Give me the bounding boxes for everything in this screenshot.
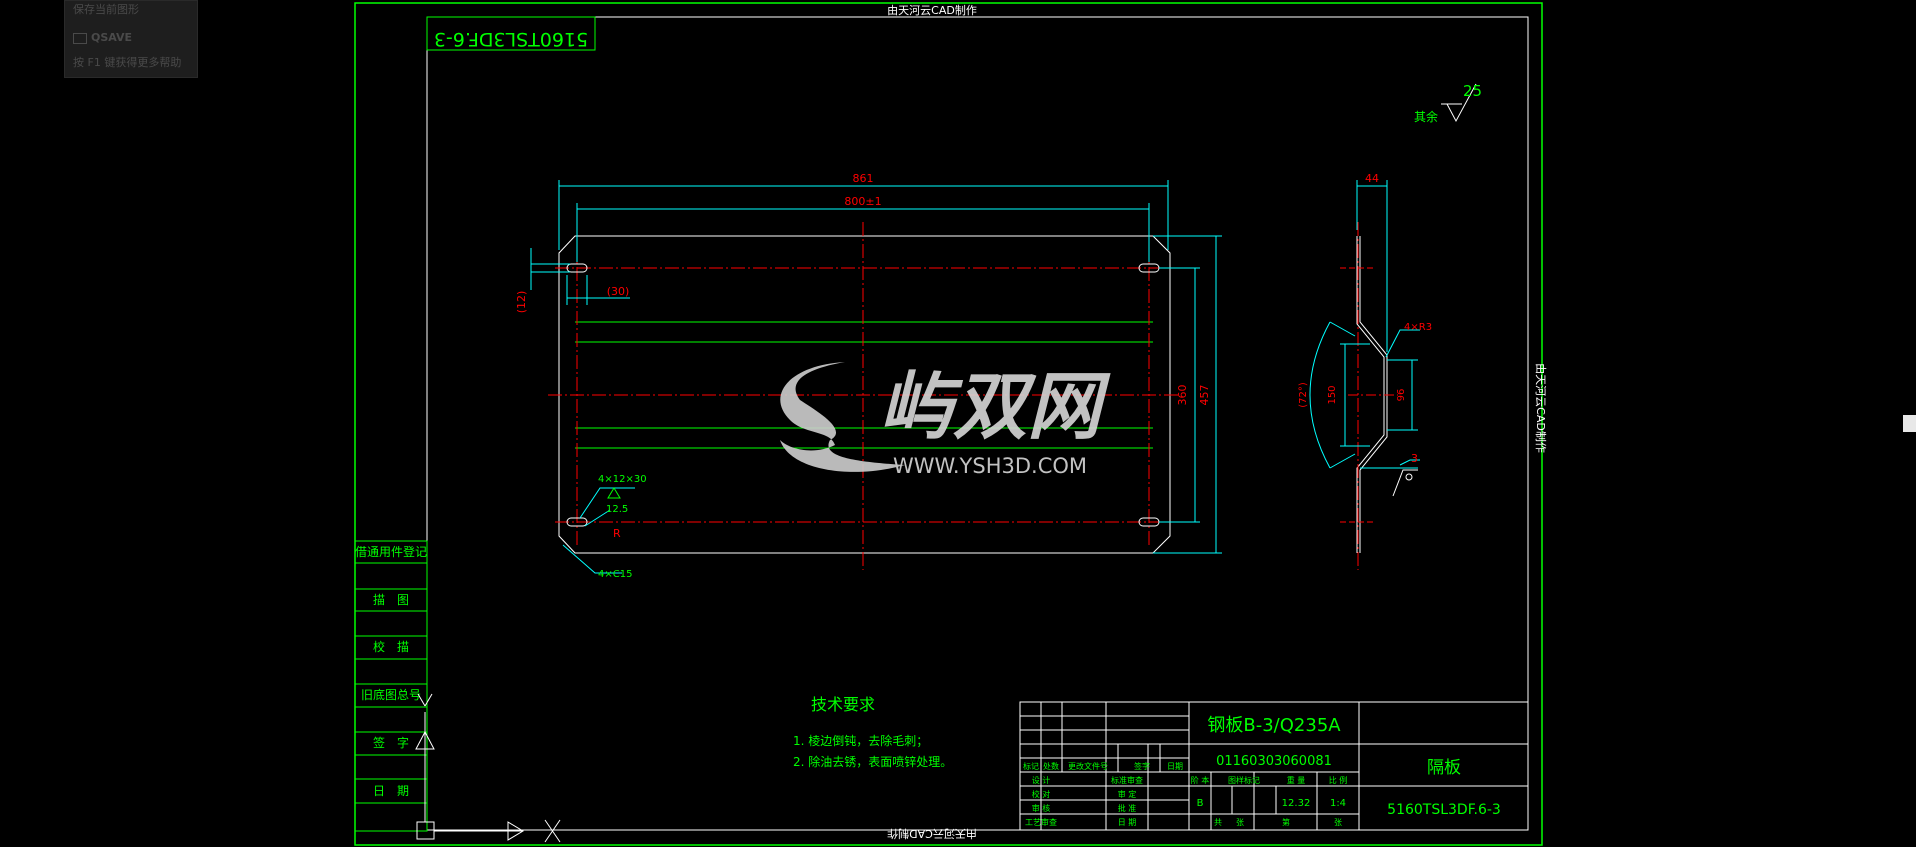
tb-role2-1: 标准审查 <box>1111 775 1143 785</box>
tb-part-name: 隔板 <box>1427 758 1461 778</box>
tb-role-1: 设 计 <box>1032 775 1051 785</box>
slot-note-flag <box>607 487 621 499</box>
tb-part-number: 01160303060081 <box>1216 754 1332 769</box>
tb-scale: 1:4 <box>1330 798 1346 809</box>
tb-header-2: 处数 <box>1043 761 1059 771</box>
dim-hole-offset-x: (30) <box>607 285 630 298</box>
mirror-code-box <box>426 16 596 51</box>
tb-header-5: 日期 <box>1167 762 1183 771</box>
watermark: 屿双网 WWW.YSH3D.COM <box>780 362 1111 478</box>
tb-header-1: 标记 <box>1023 761 1039 771</box>
tb-role2-3: 批 准 <box>1118 803 1137 813</box>
dim-overall-width: 861 <box>853 172 874 185</box>
svg-text:其余: 其余 <box>1414 109 1438 124</box>
dim-bend-angle: (72°) <box>1298 382 1309 408</box>
dim-bend-radius: 4×R3 <box>1404 322 1432 333</box>
svg-text:25: 25 <box>1463 82 1482 100</box>
outer-frame <box>354 2 1543 846</box>
command-tooltip: 保存当前图形 QSAVE 按 F1 键获得更多帮助 <box>64 0 198 78</box>
tb-header-3: 更改文件号 <box>1068 761 1108 771</box>
scroll-handle[interactable] <box>1903 415 1916 432</box>
tb-col-2: 图样标记 <box>1228 775 1260 785</box>
top-label: 由天河云CAD制作 <box>887 3 977 17</box>
watermark-logo-icon <box>780 362 905 472</box>
tb-drawing-no: 5160TSL3DF.6-3 <box>1387 802 1501 818</box>
side-dimensions <box>1309 180 1420 469</box>
dim-slot-note: 4×12×30 <box>598 474 647 485</box>
left-panel-row-3: 校 描 <box>373 639 409 654</box>
dim-side-thickness: 44 <box>1365 172 1379 185</box>
tb-role2-4: 日 期 <box>1118 818 1137 827</box>
tooltip-command: QSAVE <box>73 31 132 44</box>
ucs-icon <box>415 693 561 843</box>
inner-frame <box>426 16 1529 831</box>
dim-chamfer: 4×C15 <box>598 569 632 580</box>
mirror-code: 5160TSL3DF.6-3 <box>434 28 588 50</box>
dim-inner-height: 360 <box>1176 385 1189 406</box>
tb-role-2: 校 对 <box>1032 789 1051 799</box>
tech-title: 技术要求 <box>811 695 875 714</box>
left-panel-row-4: 旧底图总号 <box>361 687 421 702</box>
left-panel <box>354 540 428 832</box>
tb-col-4: 比 例 <box>1329 775 1348 785</box>
tb-sheet-3: 第 <box>1282 817 1290 827</box>
tooltip-command-text: QSAVE <box>91 31 133 44</box>
watermark-url: WWW.YSH3D.COM <box>893 454 1087 478</box>
tb-material: 钢板B-3/Q235A <box>1207 715 1341 736</box>
tb-role-3: 审 核 <box>1032 803 1051 813</box>
tooltip-help: 按 F1 键获得更多帮助 <box>73 56 182 69</box>
tb-sheet-2: 张 <box>1236 818 1244 827</box>
title-block <box>1019 701 1529 831</box>
watermark-brand: 屿双网 <box>879 364 1111 450</box>
dim-overall-height: 457 <box>1198 385 1211 406</box>
left-panel-row-5: 签 字 <box>373 735 409 750</box>
left-panel-row-6: 日 期 <box>373 784 409 798</box>
tb-role-4: 工艺审查 <box>1025 817 1057 827</box>
dim-slot-tol: 12.5 <box>606 504 628 515</box>
side-label: 由天河云CAD制作 <box>1534 363 1548 453</box>
dim-side-h1: 150 <box>1327 385 1338 404</box>
dim-side-h2: 96 <box>1396 389 1407 402</box>
tb-header-4: 签字 <box>1134 761 1150 771</box>
left-panel-row-1: 借通用件登记 <box>355 544 427 559</box>
tb-stage: B <box>1197 798 1204 809</box>
tb-role2-2: 审 定 <box>1118 789 1137 799</box>
tb-sheet-4: 张 <box>1334 818 1342 827</box>
dim-side-t: 3 <box>1411 452 1418 465</box>
tb-weight: 12.32 <box>1282 798 1311 809</box>
save-icon <box>73 32 87 44</box>
tb-sheet-1: 共 <box>1214 818 1222 827</box>
left-panel-row-2: 描 图 <box>373 593 409 607</box>
tooltip-title: 保存当前图形 <box>73 3 139 16</box>
tech-item-1: 1. 棱边倒钝，去除毛刺； <box>793 733 928 748</box>
bottom-label: 由天河云CAD制作 <box>887 827 977 841</box>
roughness-symbol-side <box>1392 469 1418 497</box>
plate-side-view <box>1340 222 1398 570</box>
tb-col-3: 重 量 <box>1287 775 1306 785</box>
roughness-symbol: 25 其余 <box>1414 82 1482 124</box>
tb-col-1: 阶 本 <box>1191 775 1210 785</box>
dim-hole-offset-y: (12) <box>515 291 528 314</box>
dim-hole-spacing: 800±1 <box>844 195 881 208</box>
plate-dimensions <box>530 180 1222 574</box>
tech-item-2: 2. 除油去锈，表面喷锌处理。 <box>793 754 952 769</box>
dim-radius: R <box>613 527 621 540</box>
